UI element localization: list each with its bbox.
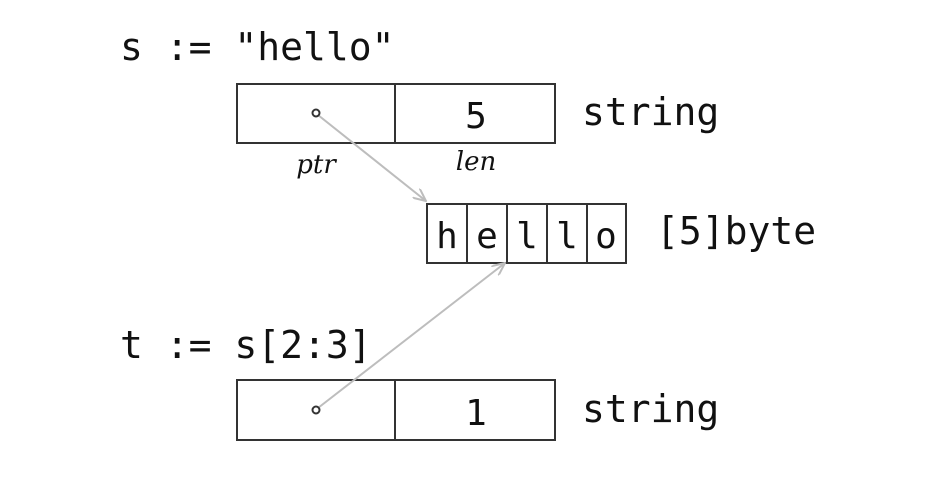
- string-header-t: 1 string: [236, 379, 719, 441]
- type-label-byte-array: [5]byte: [656, 209, 816, 253]
- statement-s: s := "hello": [120, 25, 395, 69]
- byte-array: h e l l o [5]byte: [426, 203, 816, 264]
- ptr-arrow-s: [317, 114, 426, 201]
- byte-cell: o: [595, 216, 617, 257]
- type-label-string: string: [582, 90, 719, 134]
- len-value: 5: [465, 96, 487, 137]
- ptr-label: ptr: [296, 150, 337, 180]
- len-label: len: [456, 147, 496, 177]
- byte-cell: h: [436, 216, 458, 257]
- type-label-string: string: [582, 387, 719, 431]
- ptr-dot-t: [311, 405, 321, 415]
- ptr-dot-s: [311, 108, 321, 118]
- string-header-s: 5 string ptr len: [236, 83, 719, 180]
- byte-cell: l: [516, 216, 538, 257]
- byte-cell: l: [556, 216, 578, 257]
- len-value: 1: [465, 393, 487, 434]
- byte-cell: e: [476, 216, 498, 257]
- byte-array-box: [426, 203, 627, 264]
- statement-t: t := s[2:3]: [120, 323, 372, 367]
- ptr-arrow-t: [317, 263, 505, 409]
